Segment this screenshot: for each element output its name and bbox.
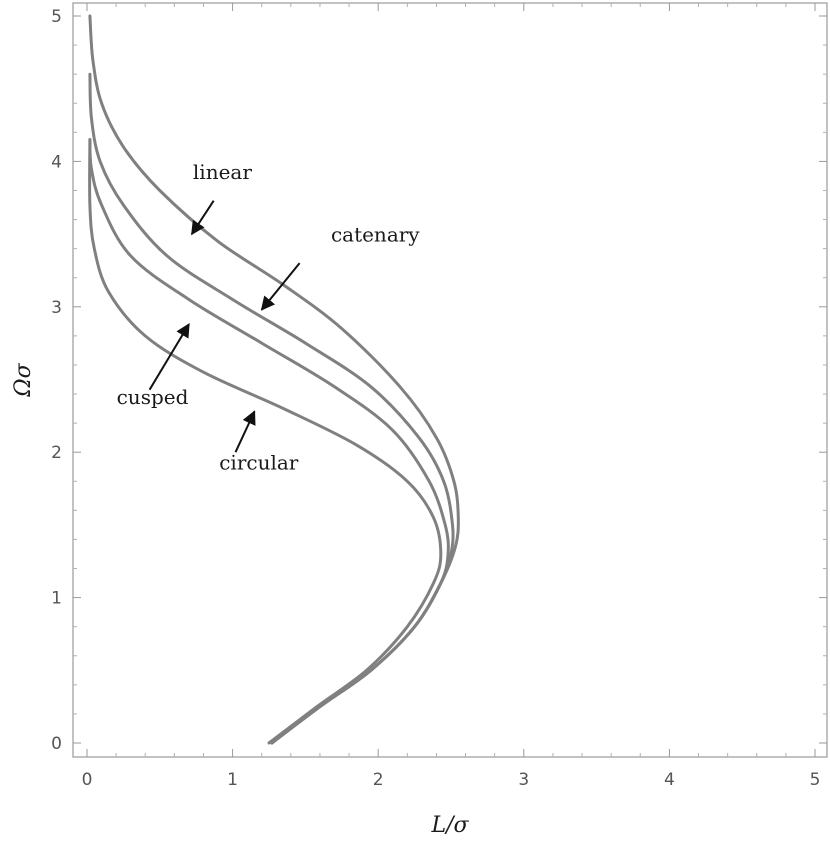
annotation-label-cusped: cusped [117, 385, 189, 409]
annotation-arrow-catenary [260, 262, 301, 311]
annotation-label-catenary: catenary [331, 222, 420, 246]
plot-frame [72, 2, 828, 758]
annotation-arrow-cusped [148, 323, 190, 391]
x-axis-title: L/σ [430, 813, 469, 838]
x-tick-label: 2 [373, 770, 384, 790]
y-tick-label: 0 [51, 734, 62, 754]
x-tick-label: 5 [810, 770, 821, 790]
series-line-circular [88, 138, 443, 745]
x-tick-label: 0 [82, 770, 93, 790]
annotation-arrow-circular [234, 410, 256, 453]
x-tick-label: 1 [227, 770, 238, 790]
y-axis-title: Ωσ [11, 362, 36, 397]
ticks-group: 0 1 2 3 4 5 0 1 2 3 4 5 [51, 3, 827, 790]
annotation-label-linear: linear [193, 160, 252, 184]
y-tick-label: 2 [51, 443, 62, 463]
series-line-cusped [88, 138, 450, 745]
annotation-arrow-linear [190, 200, 215, 236]
curves-group [88, 14, 460, 745]
y-tick-label: 3 [51, 298, 62, 318]
x-tick-label: 3 [518, 770, 529, 790]
y-tick-label: 1 [51, 589, 62, 609]
y-tick-label: 4 [51, 152, 62, 172]
y-tick-label: 5 [51, 7, 62, 27]
annotations-group: linear catenary cusped circular [117, 160, 421, 475]
x-tick-label: 4 [664, 770, 675, 790]
annotation-label-circular: circular [219, 451, 299, 475]
